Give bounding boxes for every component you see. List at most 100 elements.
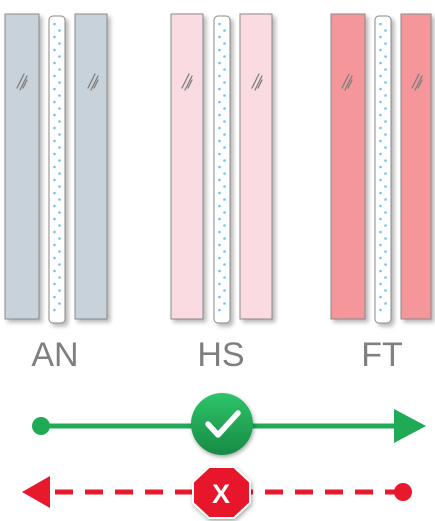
interlayer-dot xyxy=(384,185,387,188)
interlayer-dot xyxy=(53,22,56,26)
interlayer-dot xyxy=(53,217,56,221)
glass-glare-icon xyxy=(16,73,28,91)
interlayer-dot xyxy=(53,282,56,286)
group-label-an: AN xyxy=(31,336,78,374)
glass-glare-icon xyxy=(251,73,263,91)
interlayer-dot xyxy=(384,250,387,253)
interlayer-dot xyxy=(223,68,226,71)
interlayer-dot xyxy=(384,81,387,84)
interlayer-dot xyxy=(58,120,61,123)
interlayer-dot xyxy=(58,133,61,136)
interlayer-dot xyxy=(53,295,56,299)
interlayer-dot xyxy=(384,224,387,227)
interlayer-dot xyxy=(58,289,61,292)
interlayer-dot xyxy=(58,224,61,227)
interlayer-dot xyxy=(53,87,56,91)
interlayer-dot xyxy=(223,250,226,253)
interlayer-dot xyxy=(223,146,226,149)
interlayer-dot xyxy=(384,29,387,32)
interlayer-dot xyxy=(379,243,382,247)
interlayer-dot xyxy=(218,191,221,195)
interlayer-dot xyxy=(53,35,56,39)
interlayer-dot xyxy=(379,87,382,91)
interlayer-dot xyxy=(58,81,61,84)
interlayer-dots xyxy=(379,22,387,312)
interlayer-dot xyxy=(53,243,56,247)
interlayer-dot xyxy=(218,61,221,65)
interlayer-dot xyxy=(218,100,221,104)
interlayer-dot xyxy=(384,289,387,292)
interlayer-dot xyxy=(379,74,382,78)
interlayer-dot xyxy=(379,191,382,195)
interlayer-dot xyxy=(223,159,226,162)
glass-glare-icon xyxy=(87,73,99,91)
interlayer-dot xyxy=(218,139,221,143)
interlayer-dot xyxy=(218,308,221,312)
interlayer-dot xyxy=(223,29,226,32)
interlayer-dot xyxy=(58,198,61,201)
outer-glass-pane-right xyxy=(239,13,273,320)
interlayer-dot xyxy=(53,178,56,182)
interlayer-dot xyxy=(379,204,382,208)
outer-glass-pane-left xyxy=(4,13,40,320)
interlayer-dot xyxy=(379,282,382,286)
interlayer-dot xyxy=(384,94,387,97)
interlayer-dot xyxy=(58,29,61,32)
outer-glass-pane-left xyxy=(330,13,366,320)
interlayer-dot xyxy=(53,61,56,65)
interlayer-dot xyxy=(58,68,61,71)
interlayer-dot xyxy=(384,172,387,175)
interlayer-dot xyxy=(223,55,226,58)
interlayer-dot xyxy=(53,113,56,117)
interlayer-dot xyxy=(53,269,56,273)
interlayer-dot xyxy=(384,120,387,123)
interlayer-dot xyxy=(379,217,382,221)
interlayer-dot xyxy=(223,276,226,279)
interlayer-dot xyxy=(223,94,226,97)
interlayer-dot xyxy=(379,100,382,104)
outer-glass-pane-left xyxy=(170,13,204,320)
interlayer-dot xyxy=(218,74,221,78)
interlayer-dot xyxy=(218,243,221,247)
outer-glass-pane-right xyxy=(400,13,432,320)
interlayer-dot xyxy=(58,250,61,253)
interlayer-dot xyxy=(384,146,387,149)
interlayer-dot xyxy=(218,178,221,182)
glass-glare-icon xyxy=(181,73,193,91)
interlayer-dot xyxy=(384,302,387,305)
interlayer-dot xyxy=(379,35,382,39)
interlayer-dot xyxy=(379,308,382,312)
interlayer-dot xyxy=(53,48,56,52)
interlayer-dot xyxy=(58,302,61,305)
interlayer-dot xyxy=(218,165,221,169)
fail-arrow: X xyxy=(22,466,412,519)
interlayer-dot xyxy=(218,113,221,117)
interlayer-dot xyxy=(53,204,56,208)
interlayer-dot xyxy=(53,165,56,169)
interlayer-dot xyxy=(379,113,382,117)
interlayer-dot xyxy=(379,126,382,130)
interlayer-dot xyxy=(223,107,226,110)
interlayer-dot xyxy=(53,126,56,130)
interlayer-dot xyxy=(384,159,387,162)
group-label-ft: FT xyxy=(361,336,403,374)
interlayer-dot xyxy=(379,61,382,65)
interlayer-dot xyxy=(218,126,221,130)
interlayer-dot xyxy=(53,191,56,195)
interlayer-dot xyxy=(218,256,221,260)
interlayer-dot xyxy=(379,256,382,260)
interlayer-dot xyxy=(53,139,56,143)
interlayer-dot xyxy=(379,22,382,26)
interlayer-dot xyxy=(58,211,61,214)
interlayer-dot xyxy=(223,198,226,201)
group-an: AN xyxy=(4,13,108,374)
interlayer-dot xyxy=(223,185,226,188)
interlayer-film xyxy=(374,15,392,324)
interlayer-dot xyxy=(384,198,387,201)
glass-glare-icon xyxy=(411,73,423,91)
interlayer-dot xyxy=(384,42,387,45)
interlayer-dot xyxy=(223,237,226,240)
interlayer-dot xyxy=(218,269,221,273)
check-badge xyxy=(191,393,253,455)
interlayer-film xyxy=(48,15,66,324)
